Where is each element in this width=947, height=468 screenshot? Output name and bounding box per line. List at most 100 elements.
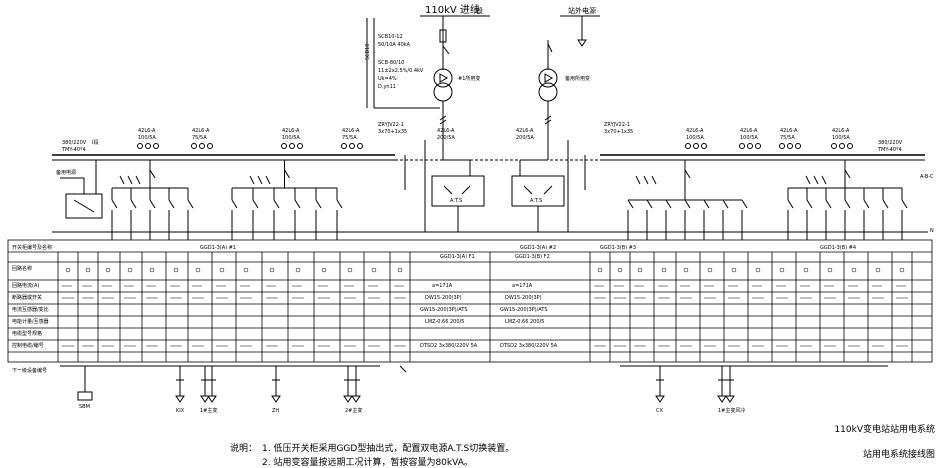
n-label: N: [930, 228, 934, 234]
tap-switch: [265, 175, 271, 185]
row-header: 电缆型号规格: [12, 330, 42, 337]
branch-breaker: [111, 199, 118, 209]
branch-breaker: [787, 199, 794, 209]
breaker-rating: 100/5A: [740, 135, 758, 141]
breaker-model: 42L6-A: [192, 128, 210, 134]
row-header: 电流互感器/变比: [12, 306, 49, 313]
breaker-model: 42L6-A: [740, 128, 758, 134]
ats-label-left: A.T.S: [450, 198, 462, 204]
tap-switch: [635, 175, 641, 185]
equipment-symbol: [175, 395, 185, 403]
ats-section: [395, 140, 600, 232]
center-cell: GW15-200(3P)/ATS: [500, 307, 548, 313]
incoming-feeder-right: 站外电源 备用所用变: [538, 6, 600, 160]
panel-name: GGD1-3(A) #1: [200, 245, 236, 251]
ats-label-right: A.T.S: [530, 198, 542, 204]
left-breaker-labels: 42L6-A 100/5A 42L6-A 75/5A 42L6-A 100/5A…: [138, 128, 850, 141]
breaker-model: 42L6-A: [282, 128, 300, 134]
breaker-rating: 100/5A: [832, 135, 850, 141]
branch-breaker: [882, 199, 889, 209]
row-header: 下一级设备编号: [12, 367, 47, 374]
tap-switch: [119, 175, 125, 185]
cell-mark: [851, 267, 857, 273]
cell-mark: [127, 267, 133, 273]
table-center-cells: a=171A DW15-200(3P) GW15-200(3P)/ATS LMZ…: [420, 254, 558, 349]
equipment-symbol: [725, 395, 735, 403]
notes-prefix: 说明：: [230, 444, 258, 454]
cell-mark: [371, 267, 377, 273]
cell-mark: [173, 267, 179, 273]
left-aux-label: 备用电源: [56, 169, 76, 176]
cell-mark: [347, 267, 353, 273]
tap-switch: [127, 175, 133, 185]
breaker-rating: 100/5A: [686, 135, 704, 141]
row-header: 开关柜编号及名称: [12, 244, 52, 251]
equipment-label: KIX: [176, 408, 185, 414]
tap-switch: [813, 175, 819, 185]
transformer-1-primary: [433, 68, 453, 88]
feeder-switch: [284, 169, 290, 179]
breaker-rating: 100/5A: [282, 135, 300, 141]
branch-breaker: [825, 199, 832, 209]
branch-breaker: [844, 199, 851, 209]
breaker-rating: 200/5A: [516, 135, 534, 141]
row-header: 控制电缆/编号: [12, 342, 44, 349]
cable-left: ZRYJV22-1: [378, 122, 404, 128]
cell-mark: [803, 267, 809, 273]
table-panel-names: GGD1-3(A) #1 GGD1-3(A) #2 GGD1-3(B) #3 G…: [200, 245, 856, 251]
center-panel-row: GGD1-3(A) F1: [440, 254, 475, 260]
tap-switch: [643, 175, 649, 185]
branch-breaker: [901, 199, 908, 209]
cell-mark: [397, 267, 403, 273]
tap-switch: [257, 175, 263, 185]
bottom-equipment: [60, 365, 888, 403]
branch-breaker: [722, 199, 729, 209]
branch-breaker: [703, 199, 710, 209]
transformer-2-name: 备用所用变: [565, 75, 590, 82]
cell-mark: [683, 267, 689, 273]
branch-breaker: [252, 199, 259, 209]
center-cell: DTSD2 3x380/220V 5A: [420, 343, 478, 349]
panel-name: GGD1-3(B) #4: [820, 245, 856, 251]
spec-line: D,yn11: [378, 84, 396, 90]
left-bus-type: TMY-40*4: [61, 147, 86, 153]
breaker-rating: 75/5A: [342, 135, 357, 141]
tap-switch: [805, 175, 811, 185]
breaker-rating: 75/5A: [192, 135, 207, 141]
incoming-line-suffix: I段: [474, 6, 483, 15]
equipment-label: CX: [656, 408, 663, 414]
branch-breaker: [741, 199, 748, 209]
left-bus-section: I段: [92, 139, 98, 146]
branch-breaker: [187, 199, 194, 209]
branch-breaker: [684, 199, 691, 209]
caption-line-1: 110kV变电站站用电系统: [834, 425, 935, 435]
branch-breaker: [806, 199, 813, 209]
equipment-label: 2#主变: [345, 407, 362, 414]
transformer-spec-box: SCB10 SCB10-12 50/10A 40kA SCB-80/10 11±…: [365, 18, 633, 135]
cable-right-size: 3x70+1x35: [604, 129, 633, 135]
cell-mark: [779, 267, 785, 273]
spec-line: SCB10-12: [378, 34, 403, 40]
cell-mark: [105, 267, 111, 273]
branch-breaker: [231, 199, 238, 209]
center-cell: DW15-200(3P): [505, 295, 542, 301]
center-cell: LMZ-0.66 200/5: [425, 319, 464, 325]
branch-breaker: [168, 199, 175, 209]
tap-switch: [135, 175, 141, 185]
breaker-rating: 75/5A: [780, 135, 795, 141]
breaker-model: 42L6-A: [686, 128, 704, 134]
cable-right: ZRYJV22-1: [604, 122, 630, 128]
panel-name: GGD1-3(B) #3: [600, 245, 636, 251]
cell-mark: [707, 267, 713, 273]
equipment-symbol: [271, 395, 281, 403]
cell-mark: [243, 267, 249, 273]
cell-mark: [597, 267, 603, 273]
center-cell: LMZ-0.66 200/5: [505, 319, 544, 325]
cell-mark: [149, 267, 155, 273]
breaker-model: 42L6-A: [437, 128, 455, 134]
transformer-2-secondary: [538, 82, 558, 102]
branch-breaker: [149, 199, 156, 209]
left-aux-source: [60, 160, 103, 219]
feeder-switch: [844, 169, 851, 179]
spec-line: SCB-80/10: [378, 60, 404, 66]
